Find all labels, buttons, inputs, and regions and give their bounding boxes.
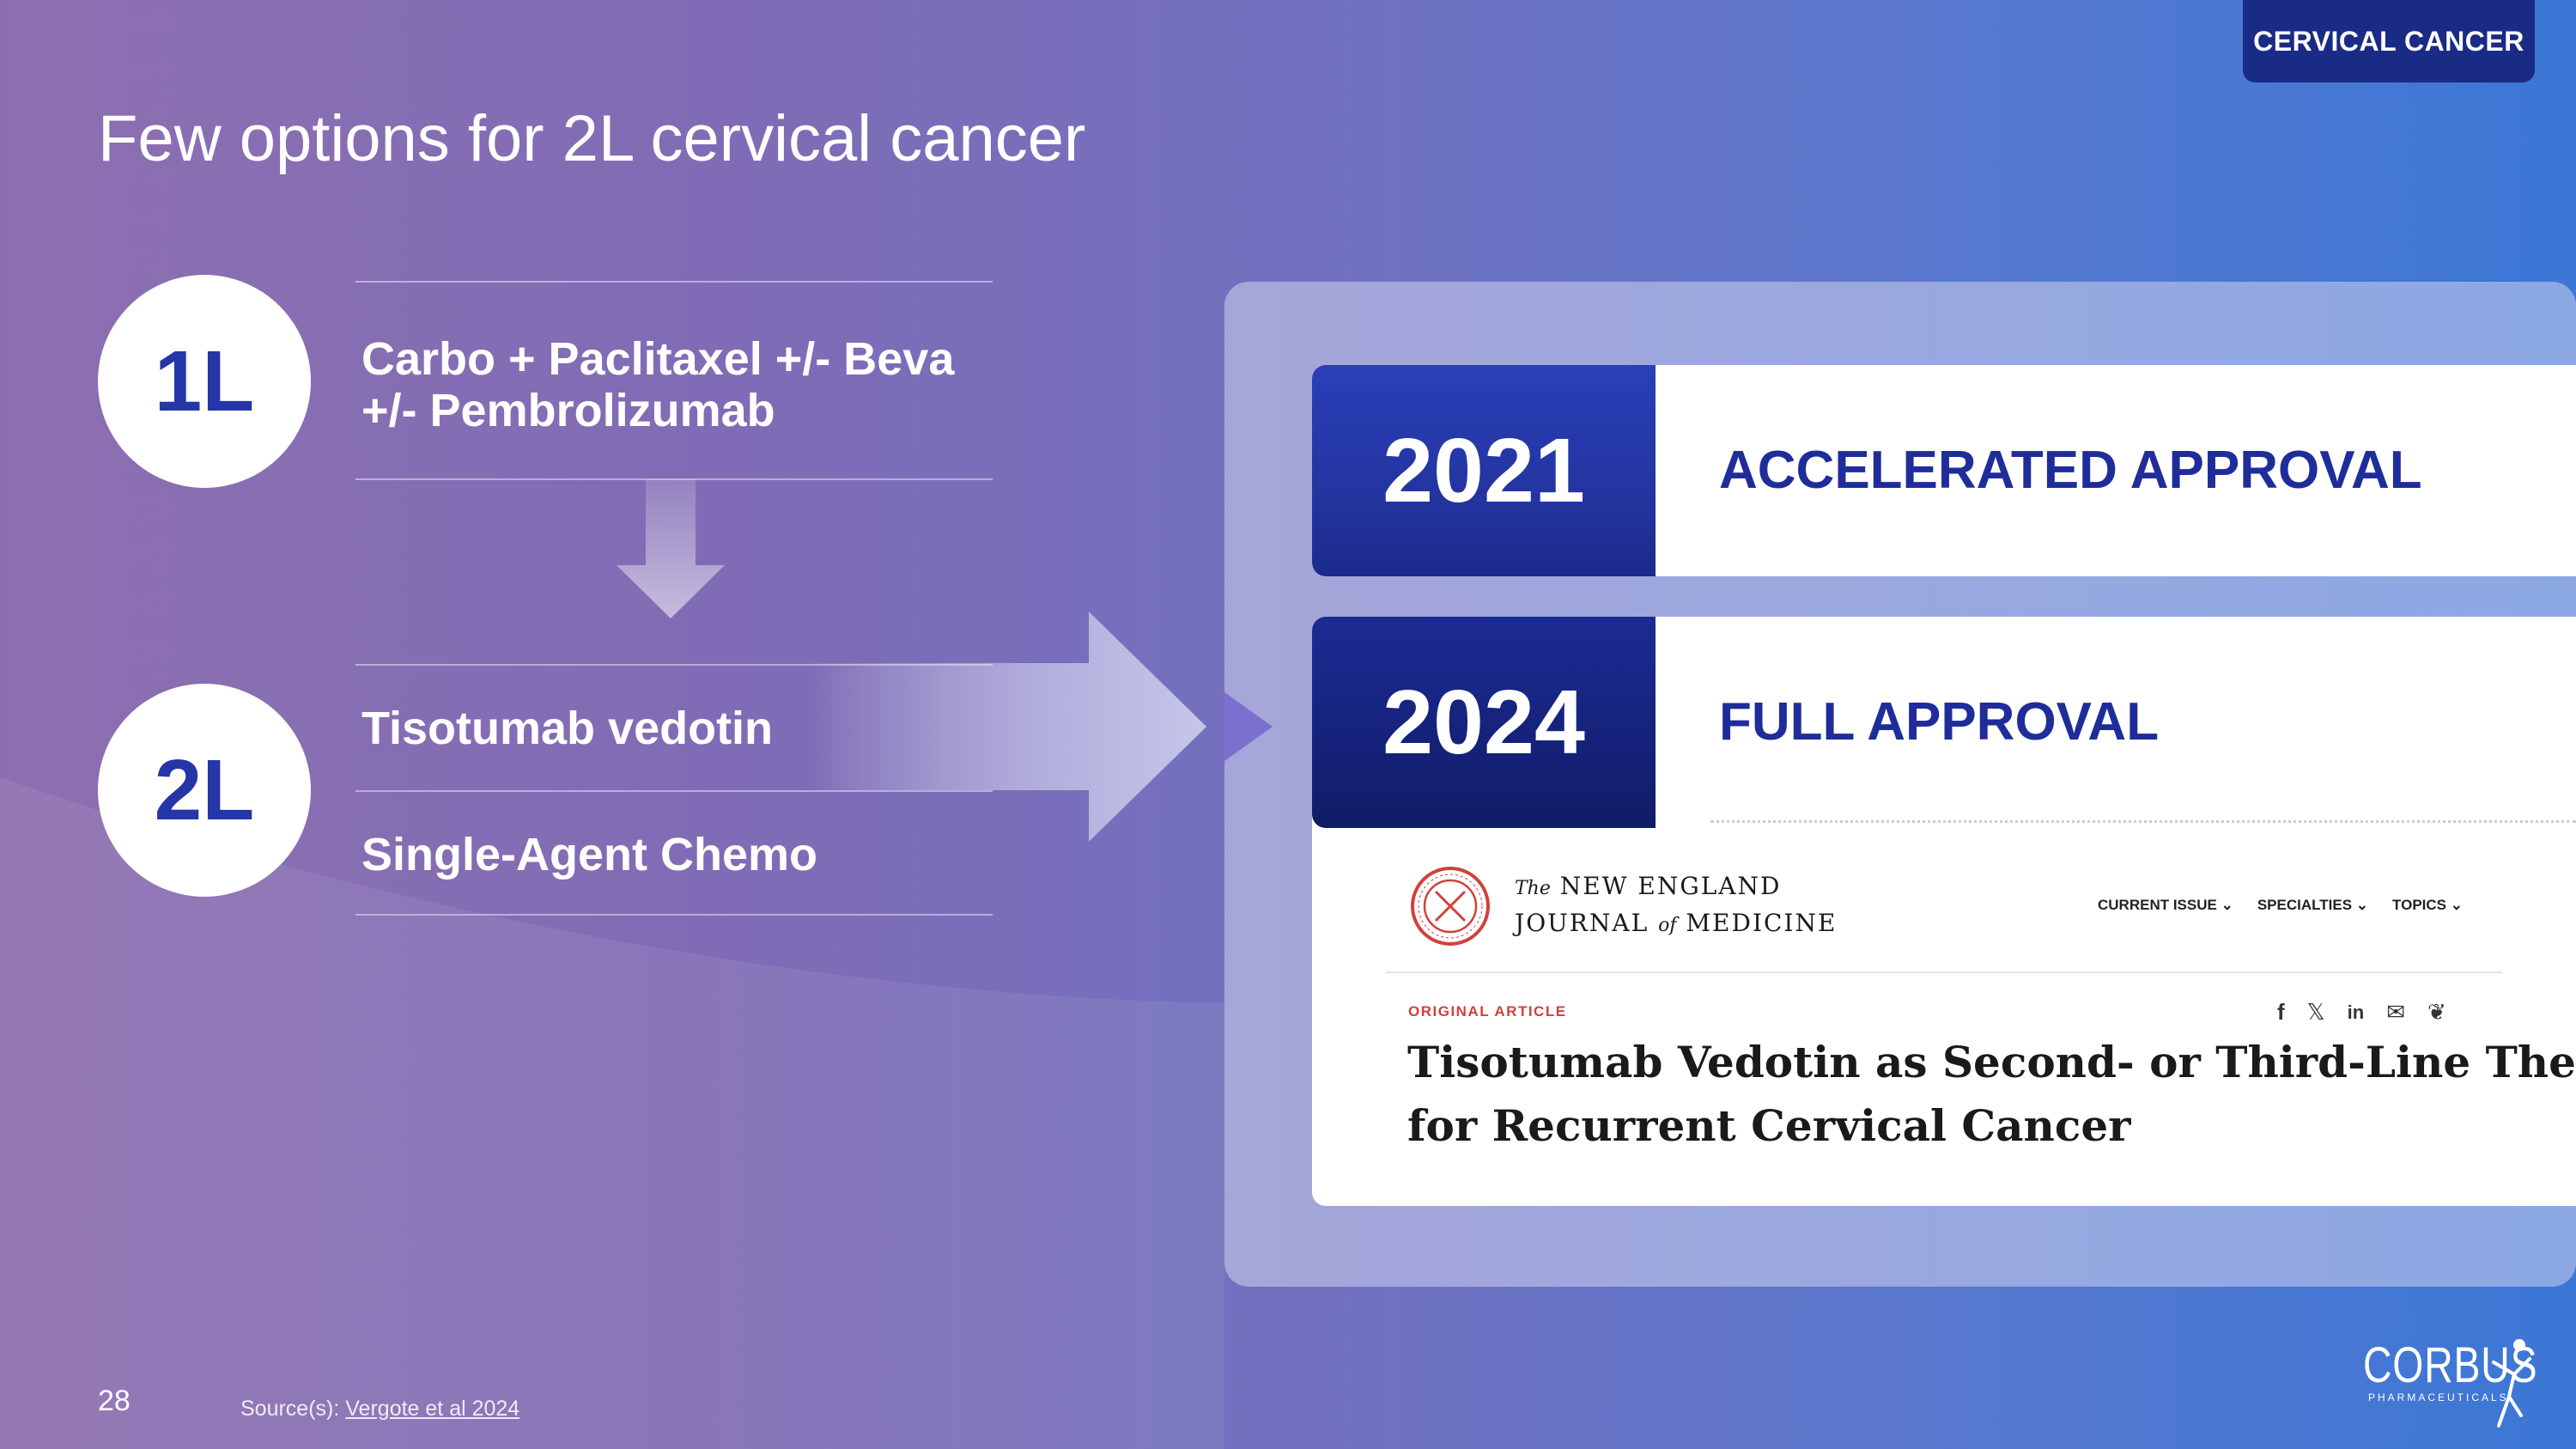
nejm-of: of [1658, 915, 1677, 936]
logo-subtext: PHARMACEUTICALS [2368, 1391, 2509, 1403]
year-2024: 2024 [1382, 671, 1585, 773]
nav-topics[interactable]: TOPICS ⌄ [2392, 897, 2463, 913]
nejm-nav: CURRENT ISSUE ⌄ SPECIALTIES ⌄ TOPICS ⌄ [2098, 897, 2463, 914]
divider [355, 790, 993, 792]
nav-specialties[interactable]: SPECIALTIES ⌄ [2257, 897, 2369, 913]
full-approval-label: FULL APPROVAL [1719, 692, 2160, 752]
linkedin-icon[interactable]: in [2347, 1001, 2365, 1023]
nejm-the: The [1515, 878, 1551, 899]
chevron-down-icon: ⌄ [2221, 897, 2233, 913]
chevron-down-icon: ⌄ [2450, 897, 2463, 913]
article-title-line-1: Tisotumab Vedotin as Second- or Third-Li… [1407, 1037, 2576, 1087]
share-icons: f 𝕏 in ✉ ❦ [2277, 999, 2446, 1026]
line-1l-label: 1L [154, 332, 255, 429]
line-2l-label: 2L [154, 741, 255, 838]
second-line-option-2: Single-Agent Chemo [361, 829, 818, 880]
corbus-logo: CORBUS PHARMACEUTICALS [2363, 1337, 2576, 1404]
divider [355, 281, 993, 283]
chevron-down-icon: ⌄ [2355, 897, 2369, 913]
regimen-line-1: Carbo + Paclitaxel +/- Beva [361, 333, 955, 385]
year-2021-box: 2021 [1312, 365, 1656, 576]
nejm-logo-text: The NEW ENGLAND JOURNAL of MEDICINE [1515, 869, 1837, 943]
section-tag: CERVICAL CANCER [2243, 0, 2535, 82]
nejm-seal-icon [1411, 867, 1490, 946]
accelerated-approval-label: ACCELERATED APPROVAL [1719, 441, 2422, 500]
nejm-journal: JOURNAL [1515, 909, 1649, 937]
corbus-figure-icon [2492, 1339, 2531, 1428]
second-line-option-1: Tisotumab vedotin [361, 703, 774, 754]
article-type-label: ORIGINAL ARTICLE [1408, 1003, 1567, 1020]
source-citation: Source(s): Vergote et al 2024 [240, 1397, 519, 1422]
facebook-icon[interactable]: f [2277, 999, 2285, 1025]
line-2l-badge: 2L [98, 684, 311, 897]
year-2021: 2021 [1382, 419, 1585, 521]
x-icon[interactable]: 𝕏 [2306, 999, 2325, 1025]
page-title: Few options for 2L cervical cancer [98, 102, 1086, 175]
nejm-header-divider [1386, 971, 2502, 973]
article-title[interactable]: Tisotumab Vedotin as Second- or Third-Li… [1407, 1031, 2576, 1158]
source-link[interactable]: Vergote et al 2024 [345, 1397, 520, 1421]
source-prefix: Source(s): [240, 1397, 340, 1421]
nejm-medicine: MEDICINE [1686, 909, 1838, 937]
year-2024-box: 2024 [1312, 617, 1656, 828]
divider [355, 914, 993, 916]
first-line-regimen: Carbo + Paclitaxel +/- Beva +/- Pembroli… [361, 333, 954, 436]
dotted-divider [1710, 820, 2576, 823]
divider [355, 664, 993, 666]
article-title-line-2: for Recurrent Cervical Cancer [1407, 1100, 2131, 1151]
logo-text: CORBUS [2363, 1337, 2538, 1393]
line-1l-badge: 1L [98, 275, 311, 488]
nejm-line-1: NEW ENGLAND [1559, 872, 1782, 900]
down-arrow-icon [617, 479, 725, 618]
right-arrow-icon [807, 612, 1273, 842]
bluesky-icon[interactable]: ❦ [2427, 999, 2446, 1025]
page-number: 28 [98, 1385, 131, 1417]
nav-current-issue[interactable]: CURRENT ISSUE ⌄ [2098, 897, 2233, 913]
email-icon[interactable]: ✉ [2386, 999, 2405, 1025]
regimen-line-2: +/- Pembrolizumab [361, 385, 775, 436]
